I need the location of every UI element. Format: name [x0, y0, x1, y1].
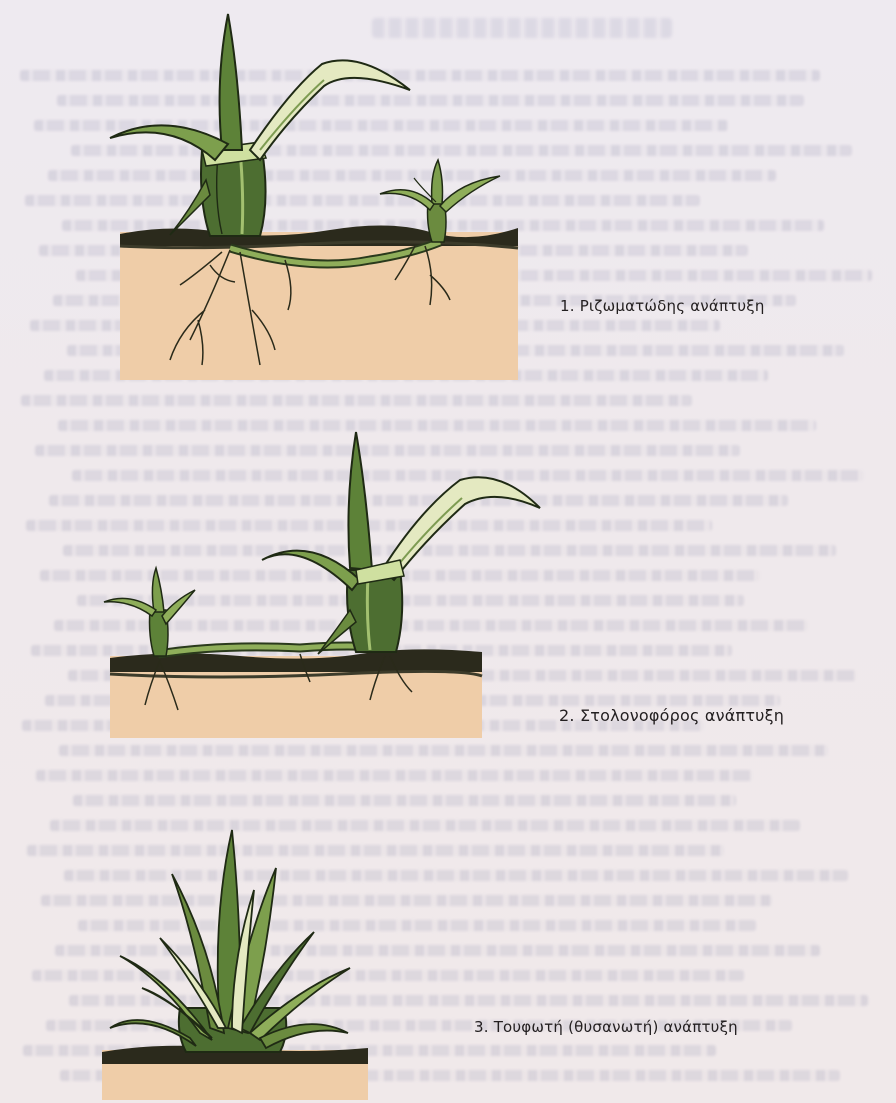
figure-rhizomatous-illustration — [110, 10, 530, 390]
figure-1-number: 1. — [560, 297, 575, 315]
figure-2-caption: 2. Στολονοφόρος ανάπτυξη — [559, 706, 784, 725]
figure-3-text: Τουφωτή (θυσανωτή) ανάπτυξη — [494, 1018, 738, 1036]
figure-3-caption: 3. Τουφωτή (θυσανωτή) ανάπτυξη — [474, 1018, 738, 1036]
figure-2-text: Στολονοφόρος ανάπτυξη — [580, 706, 784, 725]
faded-text-line — [36, 770, 752, 781]
faded-text-line — [73, 795, 736, 806]
figure-1-caption: 1. Ριζωματώδης ανάπτυξη — [560, 297, 765, 315]
figure-1-text: Ριζωματώδης ανάπτυξη — [580, 297, 765, 315]
figure-2-number: 2. — [559, 706, 575, 725]
figure-tufted-illustration — [100, 828, 380, 1103]
figure-3-number: 3. — [474, 1018, 489, 1036]
figure-stoloniferous-illustration — [100, 430, 540, 750]
faded-text-line — [21, 395, 692, 406]
